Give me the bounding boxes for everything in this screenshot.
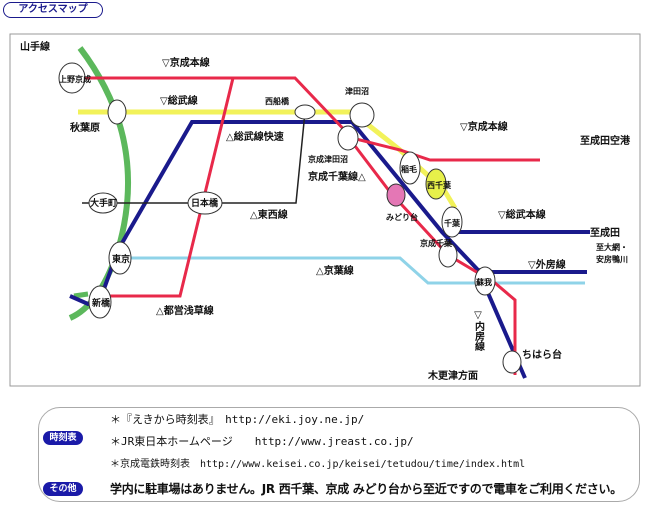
station-tsudanuma[interactable] (349, 102, 375, 128)
line-label-yamanote: 山手線 (20, 40, 50, 53)
station-label-tokyo: 東京 (112, 253, 130, 265)
yamanote-line-tail (73, 291, 89, 299)
station-ueno-keisei[interactable] (58, 62, 86, 94)
line-label-tozai: △東西線 (250, 208, 288, 221)
station-label-shimbashi: 新橋 (92, 297, 111, 309)
station-label-keisei-tsudanuma: 京成津田沼 (308, 154, 348, 164)
timetable-tag: 時刻表 (43, 431, 83, 445)
station-label-keisei-chiba: 京成千葉 (420, 238, 453, 248)
line-label-keisei-hon-1: ▽京成本線 (162, 56, 210, 69)
dest-ohami-2: 安房鴨川 (596, 254, 628, 264)
map-title: アクセスマップ (18, 4, 88, 15)
station-label-ueno-keisei: 上野京成 (59, 74, 91, 84)
link-jreast[interactable]: ＊JR東日本ホームページ http://www.jreast.co.jp/ (110, 435, 414, 448)
link-ekikara[interactable]: ＊『えきから時刻表』 http://eki.joy.ne.jp/ (110, 413, 365, 426)
line-label-sobu: ▽総武線 (160, 94, 198, 107)
station-label-tsudanuma: 津田沼 (345, 86, 369, 96)
line-label-keisei-hon-2: ▽京成本線 (460, 120, 508, 133)
parking-note: 学内に駐車場はありません。JR 西千葉、京成 みどり台から至近ですので電車をご利… (110, 482, 622, 496)
dest-narita-airport: 至成田空港 (580, 134, 631, 147)
station-chiharadai[interactable] (502, 350, 522, 374)
station-label-inage: 稲毛 (401, 164, 417, 174)
station-soga[interactable] (474, 266, 496, 296)
station-label-soga: 蘇我 (475, 277, 492, 287)
station-tokyo[interactable] (108, 241, 132, 275)
dest-narita: 至成田 (590, 226, 620, 239)
station-nishichiba[interactable] (425, 168, 447, 200)
link-keisei[interactable]: ＊京成電鉄時刻表 http://www.keisei.co.jp/keisei/… (110, 459, 526, 470)
station-label-nishifunabashi: 西船橋 (265, 96, 290, 106)
station-inage[interactable] (399, 151, 421, 185)
map-title-badge: アクセスマップ (3, 2, 103, 18)
line-label-sobu-rapid: △総武線快速 (226, 130, 284, 143)
station-label-midoridai: みどり台 (386, 212, 418, 222)
station-otemachi[interactable] (88, 192, 118, 214)
station-midoridai[interactable] (386, 183, 406, 207)
station-chiba[interactable] (441, 206, 463, 238)
line-label-keisei-chiba: 京成千葉線△ (308, 170, 366, 183)
info-panel (38, 407, 640, 502)
dest-kisarazu: 木更津方面 (427, 369, 478, 382)
sobu-line (78, 109, 458, 210)
tozai-line (82, 111, 306, 204)
station-label-chiba: 千葉 (444, 218, 461, 228)
station-label-akihabara: 秋葉原 (70, 121, 100, 134)
line-label-toei-asakusa: △都営浅草線 (156, 304, 214, 317)
other-tag: その他 (43, 482, 83, 496)
station-akihabara[interactable] (107, 99, 127, 125)
dest-ohami-1: 至大網・ (596, 242, 628, 252)
station-keisei-tsudanuma[interactable] (337, 125, 359, 151)
station-label-otemachi: 大手町 (90, 197, 117, 209)
line-label-sotobo: ▽外房線 (528, 258, 566, 271)
toei-asakusa-line (96, 77, 235, 298)
line-label-keiyo: △京葉線 (316, 264, 354, 277)
station-keisei-chiba[interactable] (438, 242, 458, 268)
station-label-nihonbashi: 日本橋 (191, 197, 219, 209)
station-shimbashi[interactable] (88, 285, 112, 319)
map-frame (9, 33, 641, 387)
keiyo-line (120, 256, 585, 285)
station-label-nishichiba: 西千葉 (427, 180, 452, 190)
keisei-line (74, 76, 540, 162)
line-label-sobu-hon: ▽総武本線 (498, 208, 546, 221)
station-label-chiharadai: ちはら台 (522, 348, 562, 361)
station-nishifunabashi[interactable] (294, 104, 316, 120)
station-nihonbashi[interactable] (187, 191, 223, 215)
line-label-uchibo: ▽内房線 (473, 310, 485, 352)
